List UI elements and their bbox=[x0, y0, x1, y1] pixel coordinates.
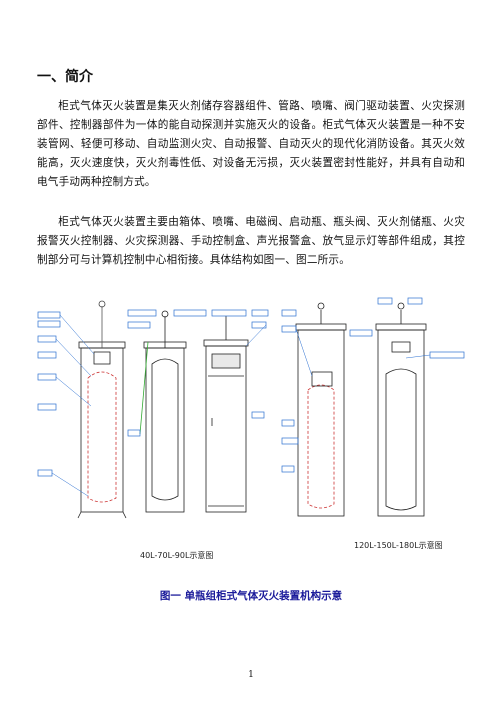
cabinet-5-drawing bbox=[375, 302, 427, 517]
cabinet-4-drawing bbox=[295, 302, 347, 517]
intro-paragraph-1: 柜式气体灭火装置是集灭火剂储存容器组件、管路、喷嘴、阀门驱动装置、火灾探测部件、… bbox=[37, 99, 465, 189]
cabinet-2-drawing bbox=[139, 310, 187, 513]
leader-lines bbox=[51, 314, 431, 497]
intro-paragraph-2: 柜式气体灭火装置主要由箱体、喷嘴、电磁阀、启动瓶、瓶头阀、灭火剂储瓶、火灾报警灭… bbox=[37, 215, 465, 266]
cabinet-3-drawing bbox=[203, 316, 249, 513]
right-size-label: 120L-150L-180L示意图 bbox=[354, 540, 443, 550]
left-size-label: 40L-70L-90L示意图 bbox=[140, 550, 213, 560]
section-heading: 一、简介 bbox=[37, 69, 93, 85]
callout-boxes bbox=[37, 297, 465, 477]
page-number: 1 bbox=[248, 670, 254, 680]
cabinet-1-drawing bbox=[77, 300, 127, 519]
structure-diagram: 40L-70L-90L示意图 120L-150L-180L示意图 bbox=[36, 286, 466, 568]
figure-caption: 图一 单瓶组柜式气体灭火装置机构示意 bbox=[159, 590, 343, 602]
